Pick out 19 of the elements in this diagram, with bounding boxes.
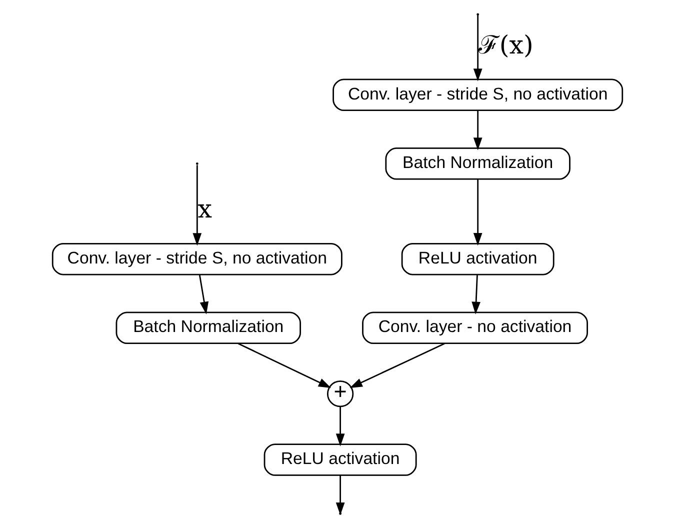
node-box: Batch Normalization (116, 312, 302, 344)
node-circle: + (326, 380, 354, 408)
node-box: Batch Normalization (385, 148, 570, 180)
node-box: ReLU activation (401, 242, 554, 276)
arrow (473, 15, 482, 82)
arrow (473, 179, 482, 246)
edge-label: ℱ(x) (478, 30, 534, 60)
arrow (198, 275, 209, 314)
node-box: Conv. layer - no activation (362, 312, 588, 344)
arrow (350, 342, 445, 388)
node-box: ReLU activation (264, 444, 417, 476)
arrow (336, 406, 345, 446)
arrow (472, 275, 480, 314)
node-box: Conv. layer - stride S, no activation (52, 242, 342, 276)
edge-label: x (198, 194, 212, 224)
arrow (473, 110, 482, 150)
arrow (238, 342, 332, 388)
arrow (192, 165, 202, 246)
node-box: Conv. layer - stride S, no activation (332, 78, 624, 112)
